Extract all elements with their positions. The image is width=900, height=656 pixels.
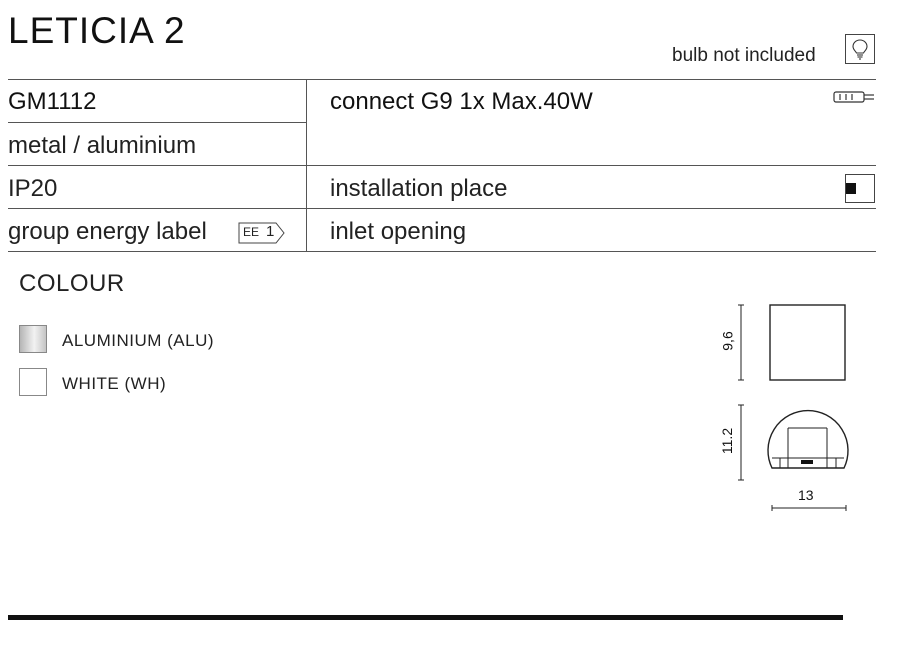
connect-spec: connect G9 1x Max.40W: [330, 88, 593, 115]
table-rule-row1: [8, 122, 306, 123]
dimension-width: 13: [798, 487, 814, 503]
g9-socket-icon: [832, 89, 876, 105]
dimension-height-front: 9,6: [719, 331, 736, 351]
colour-label-aluminium: ALUMINIUM (ALU): [62, 331, 215, 350]
table-column-divider: [306, 79, 307, 251]
energy-class-value: 1: [266, 223, 275, 240]
colour-heading: COLOUR: [19, 270, 125, 297]
table-bottom-rule: [8, 251, 876, 252]
colour-label-white: WHITE (WH): [62, 374, 167, 393]
bulb-note: bulb not included: [672, 45, 816, 66]
installation-place: installation place: [330, 175, 508, 202]
dimension-height-side: 11.2: [719, 427, 736, 455]
bottom-rule: [8, 615, 843, 620]
light-bulb-icon: [845, 34, 875, 64]
technical-drawing: 9,6 11.2 13: [700, 290, 890, 520]
inlet-opening: inlet opening: [330, 218, 467, 245]
product-title: LETICIA 2: [8, 10, 186, 51]
energy-class-prefix: EE: [243, 225, 260, 239]
colour-swatch-aluminium: [19, 325, 47, 353]
material: metal / aluminium: [8, 132, 197, 159]
table-top-rule: [8, 79, 876, 80]
wall-mount-icon: [845, 174, 875, 203]
energy-class-badge: EE 1: [238, 222, 286, 244]
colour-swatch-white: [19, 368, 47, 396]
wall-mount-marker: [846, 183, 856, 194]
table-rule-row3: [8, 208, 876, 209]
energy-label-text: group energy label: [8, 218, 207, 245]
table-rule-row2: [8, 165, 876, 166]
product-code: GM1112: [8, 88, 97, 115]
ip-rating: IP20: [8, 175, 58, 202]
